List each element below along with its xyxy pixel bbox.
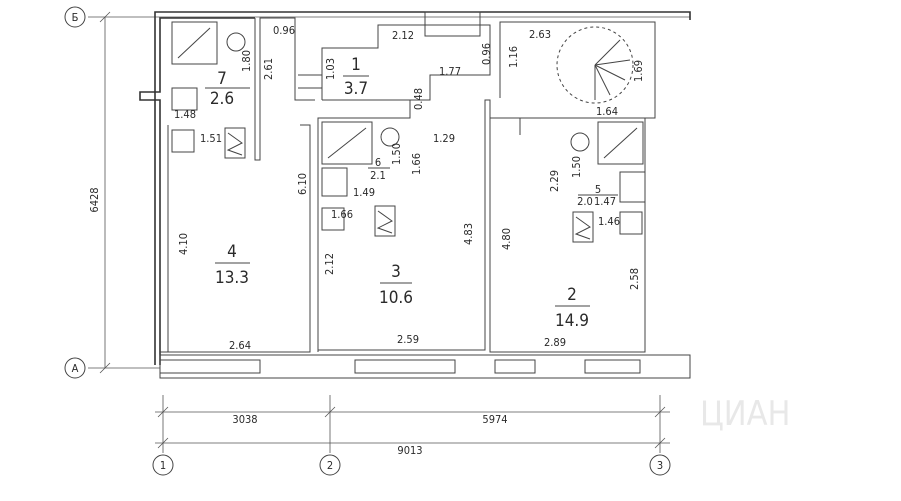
svg-text:2: 2 bbox=[327, 459, 333, 472]
axis-marker-2: 2 bbox=[319, 454, 341, 476]
total-span: 9013 bbox=[397, 444, 422, 457]
svg-text:1.03: 1.03 bbox=[324, 58, 337, 80]
right-span: 5974 bbox=[482, 413, 507, 426]
room-5: 52.0 bbox=[577, 183, 618, 208]
svg-text:3: 3 bbox=[657, 459, 663, 472]
svg-text:2.59: 2.59 bbox=[397, 333, 419, 346]
svg-text:2.64: 2.64 bbox=[229, 339, 251, 352]
svg-text:2.63: 2.63 bbox=[529, 28, 551, 41]
svg-text:2.89: 2.89 bbox=[544, 336, 566, 349]
watermark: ЦИАН bbox=[700, 394, 791, 434]
svg-text:6: 6 bbox=[375, 156, 381, 169]
svg-text:1.46: 1.46 bbox=[598, 215, 620, 228]
svg-text:2.12: 2.12 bbox=[392, 29, 414, 42]
svg-text:2.12: 2.12 bbox=[323, 253, 336, 275]
svg-text:0.96: 0.96 bbox=[273, 24, 295, 37]
svg-text:13.3: 13.3 bbox=[215, 268, 249, 288]
svg-text:4.10: 4.10 bbox=[177, 233, 190, 255]
sink-icon bbox=[619, 211, 643, 235]
svg-text:1.49: 1.49 bbox=[353, 186, 375, 199]
sink-icon bbox=[321, 167, 348, 197]
svg-text:1.77: 1.77 bbox=[439, 65, 461, 78]
svg-text:14.9: 14.9 bbox=[555, 311, 589, 331]
svg-text:1.51: 1.51 bbox=[200, 132, 222, 145]
axis-marker-1: 1 bbox=[152, 454, 174, 476]
room-4: 413.3 bbox=[215, 242, 250, 288]
svg-text:1.66: 1.66 bbox=[331, 208, 353, 221]
svg-text:1.66: 1.66 bbox=[410, 153, 423, 175]
svg-text:1.69: 1.69 bbox=[632, 60, 645, 82]
room-6: 62.1 bbox=[368, 156, 390, 182]
sink-icon bbox=[171, 87, 198, 111]
svg-text:4: 4 bbox=[227, 242, 237, 262]
svg-text:2: 2 bbox=[567, 285, 577, 305]
svg-text:2.1: 2.1 bbox=[370, 169, 386, 182]
svg-text:1: 1 bbox=[351, 55, 361, 75]
svg-text:1.50: 1.50 bbox=[390, 143, 403, 165]
svg-text:2.0: 2.0 bbox=[577, 195, 593, 208]
room-2: 214.9 bbox=[555, 285, 590, 331]
svg-text:3.7: 3.7 bbox=[344, 79, 368, 99]
overall-height: 6428 bbox=[88, 187, 101, 212]
svg-text:А: А bbox=[72, 362, 79, 375]
svg-text:1.64: 1.64 bbox=[596, 105, 618, 118]
svg-text:2.29: 2.29 bbox=[548, 170, 561, 192]
svg-text:2.58: 2.58 bbox=[628, 268, 641, 290]
sink-icon bbox=[619, 171, 646, 203]
spiral-stair-icon bbox=[556, 26, 634, 104]
svg-text:6.10: 6.10 bbox=[296, 173, 309, 195]
fixtures bbox=[171, 21, 646, 243]
room-1: 13.7 bbox=[343, 55, 369, 99]
svg-text:4.83: 4.83 bbox=[462, 223, 475, 245]
axis-marker-b: Б bbox=[64, 6, 86, 28]
svg-text:1.47: 1.47 bbox=[594, 195, 616, 208]
walls bbox=[139, 11, 691, 379]
dimension-labels: 0.96 1.80 2.61 1.48 1.51 4.10 2.64 6.10 … bbox=[174, 24, 645, 352]
toilet-icon bbox=[226, 32, 246, 52]
svg-text:0.48: 0.48 bbox=[412, 88, 425, 110]
svg-text:1.80: 1.80 bbox=[240, 50, 253, 72]
axis-lines bbox=[88, 11, 690, 453]
svg-text:2.6: 2.6 bbox=[210, 89, 234, 109]
svg-text:0.96: 0.96 bbox=[480, 43, 493, 65]
left-span: 3038 bbox=[232, 413, 257, 426]
svg-text:5: 5 bbox=[595, 183, 601, 196]
room-7: 72.6 bbox=[205, 69, 250, 109]
axis-marker-a: А bbox=[64, 357, 86, 379]
sink-icon bbox=[171, 129, 195, 153]
svg-text:7: 7 bbox=[217, 69, 227, 89]
svg-text:4.80: 4.80 bbox=[500, 228, 513, 250]
toilet-icon bbox=[380, 127, 400, 147]
axis-marker-3: 3 bbox=[649, 454, 671, 476]
svg-text:1: 1 bbox=[160, 459, 166, 472]
toilet-icon bbox=[570, 132, 590, 152]
svg-text:Б: Б bbox=[72, 11, 79, 24]
sink-icon bbox=[321, 207, 345, 231]
svg-text:3: 3 bbox=[391, 262, 401, 282]
svg-text:1.16: 1.16 bbox=[507, 46, 520, 68]
svg-text:1.50: 1.50 bbox=[570, 156, 583, 178]
svg-text:1.48: 1.48 bbox=[174, 108, 196, 121]
svg-text:2.61: 2.61 bbox=[262, 58, 275, 80]
svg-text:1.29: 1.29 bbox=[433, 132, 455, 145]
room-3: 310.6 bbox=[379, 262, 413, 308]
svg-text:10.6: 10.6 bbox=[379, 288, 413, 308]
